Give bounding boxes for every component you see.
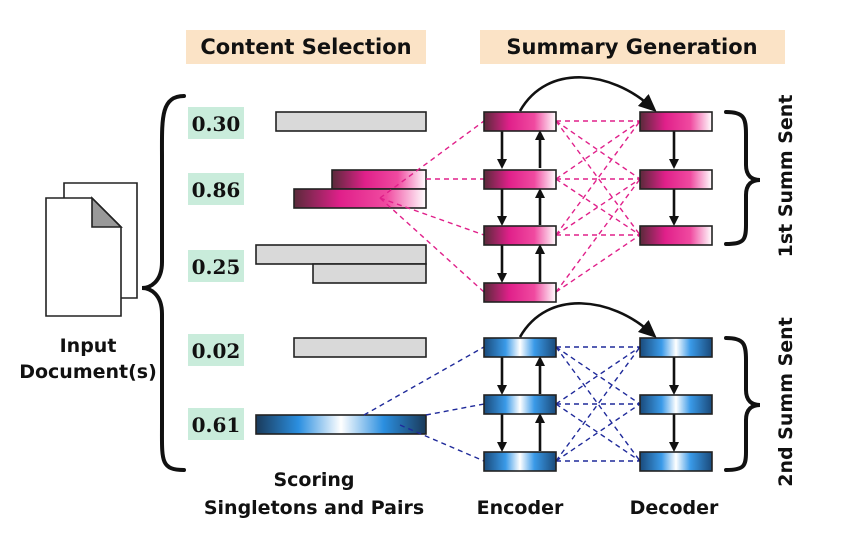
selected-singleton-bar xyxy=(255,414,427,435)
encoder-label: Encoder xyxy=(477,497,564,519)
score-badge xyxy=(188,334,244,366)
score-badge xyxy=(188,107,244,139)
summ-sent-1-label: 1st Summ Sent xyxy=(775,95,797,258)
score-badge xyxy=(188,250,244,282)
decoder-node xyxy=(639,337,713,358)
pair-bar-bottom xyxy=(312,263,427,284)
pink-attention-links xyxy=(379,120,641,293)
scoring-label-line2: Singletons and Pairs xyxy=(204,497,424,519)
curved-arrow-blue xyxy=(518,302,657,338)
score-value: 0.25 xyxy=(192,255,241,279)
encoder-nodes-blue xyxy=(483,337,557,472)
input-documents-icon xyxy=(45,182,138,317)
summ-sent-2-label: 2nd Summ Sent xyxy=(775,317,797,487)
encoder-node xyxy=(483,169,557,190)
scoring-label-line1: Scoring xyxy=(273,469,354,491)
svg-text:Content Selection: Content Selection xyxy=(200,35,411,59)
score-badge xyxy=(188,173,244,205)
input-brace xyxy=(141,94,186,472)
singleton-bar xyxy=(275,111,427,132)
encoder-arrows-pink xyxy=(497,130,545,283)
summ-sent-1-brace xyxy=(724,110,761,246)
candidate-bars xyxy=(255,111,427,435)
decoder-node xyxy=(639,169,713,190)
encoder-node xyxy=(483,394,557,415)
summary-generation-header: Summary Generation xyxy=(480,30,785,64)
input-label-line2: Document(s) xyxy=(19,361,157,383)
encoder-node xyxy=(483,225,557,246)
decoder-label: Decoder xyxy=(630,497,719,519)
score-badge xyxy=(188,408,244,440)
decoder-node xyxy=(639,225,713,246)
score-list: 0.30 0.86 0.25 0.02 0.61 xyxy=(188,107,244,440)
svg-text:Summary Generation: Summary Generation xyxy=(506,35,757,59)
curved-arrow-pink xyxy=(518,76,657,112)
decoder-node xyxy=(639,394,713,415)
encoder-node xyxy=(483,451,557,472)
score-value: 0.02 xyxy=(192,339,241,363)
encoder-arrows-blue xyxy=(497,356,545,452)
encoder-node xyxy=(483,337,557,358)
decoder-node xyxy=(639,111,713,132)
summ-sent-2-brace xyxy=(724,336,761,472)
input-label-line1: Input xyxy=(60,335,117,357)
singleton-bar xyxy=(293,337,427,358)
selected-pair-bar-top xyxy=(331,169,427,190)
score-value: 0.30 xyxy=(192,112,241,136)
encoder-node xyxy=(483,282,557,303)
blue-attention-links xyxy=(363,346,641,462)
encoder-node xyxy=(483,111,557,132)
decoder-nodes-blue xyxy=(639,337,713,472)
content-selection-header: Content Selection xyxy=(186,30,426,64)
decoder-nodes-pink xyxy=(639,111,713,246)
score-value: 0.86 xyxy=(192,178,241,202)
decoder-node xyxy=(639,451,713,472)
pair-bar-top xyxy=(255,244,427,265)
score-value: 0.61 xyxy=(192,413,241,437)
selected-pair-bar-bottom xyxy=(293,188,427,209)
encoder-nodes-pink xyxy=(483,111,557,303)
